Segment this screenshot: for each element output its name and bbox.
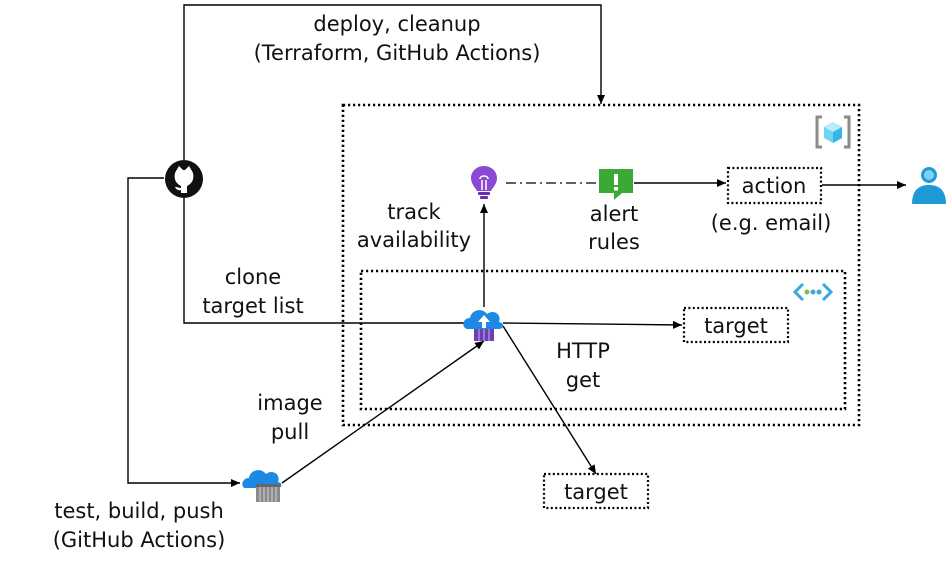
target-inner-box (682, 306, 790, 344)
action-box (726, 166, 823, 205)
target-list-label: target list (202, 294, 303, 318)
http-label: HTTP (556, 339, 610, 363)
test-build-push-label: test, build, push (54, 499, 224, 523)
track-label: track (387, 200, 441, 224)
clone-label: clone (225, 265, 281, 289)
pull-label: pull (271, 420, 309, 444)
http-inner-arrow (502, 320, 683, 329)
get-label: get (566, 368, 600, 392)
rules-label: rules (588, 230, 640, 254)
action-example-label: (e.g. email) (711, 211, 832, 235)
alert-label: alert (590, 202, 639, 226)
clone-arrow (183, 198, 475, 327)
target-inner-label: target (704, 314, 768, 338)
action-label: action (742, 174, 807, 198)
user-icon (912, 167, 946, 204)
http-outer-arrow (502, 325, 597, 475)
virtual-network-boundary (359, 269, 847, 411)
resource-group-icon (815, 115, 851, 149)
target-outer-box (542, 472, 650, 510)
image-pull-arrow (281, 340, 485, 484)
alert-rules-icon (599, 169, 633, 200)
github-actions-label: (GitHub Actions) (53, 528, 226, 552)
application-insights-icon (471, 166, 497, 199)
push-arrow (127, 177, 240, 487)
deploy-label: deploy, cleanup (313, 12, 480, 36)
availability-label: availability (357, 228, 471, 252)
virtual-network-icon (792, 282, 834, 302)
github-icon (165, 160, 203, 198)
resource-group-boundary (341, 103, 861, 427)
container-registry-icon (242, 470, 282, 502)
image-label: image (257, 391, 322, 415)
deploy-tool-label: (Terraform, GitHub Actions) (254, 41, 541, 65)
target-outer-label: target (564, 480, 628, 504)
deploy-arrow (183, 4, 605, 160)
container-instance-icon (463, 310, 504, 341)
